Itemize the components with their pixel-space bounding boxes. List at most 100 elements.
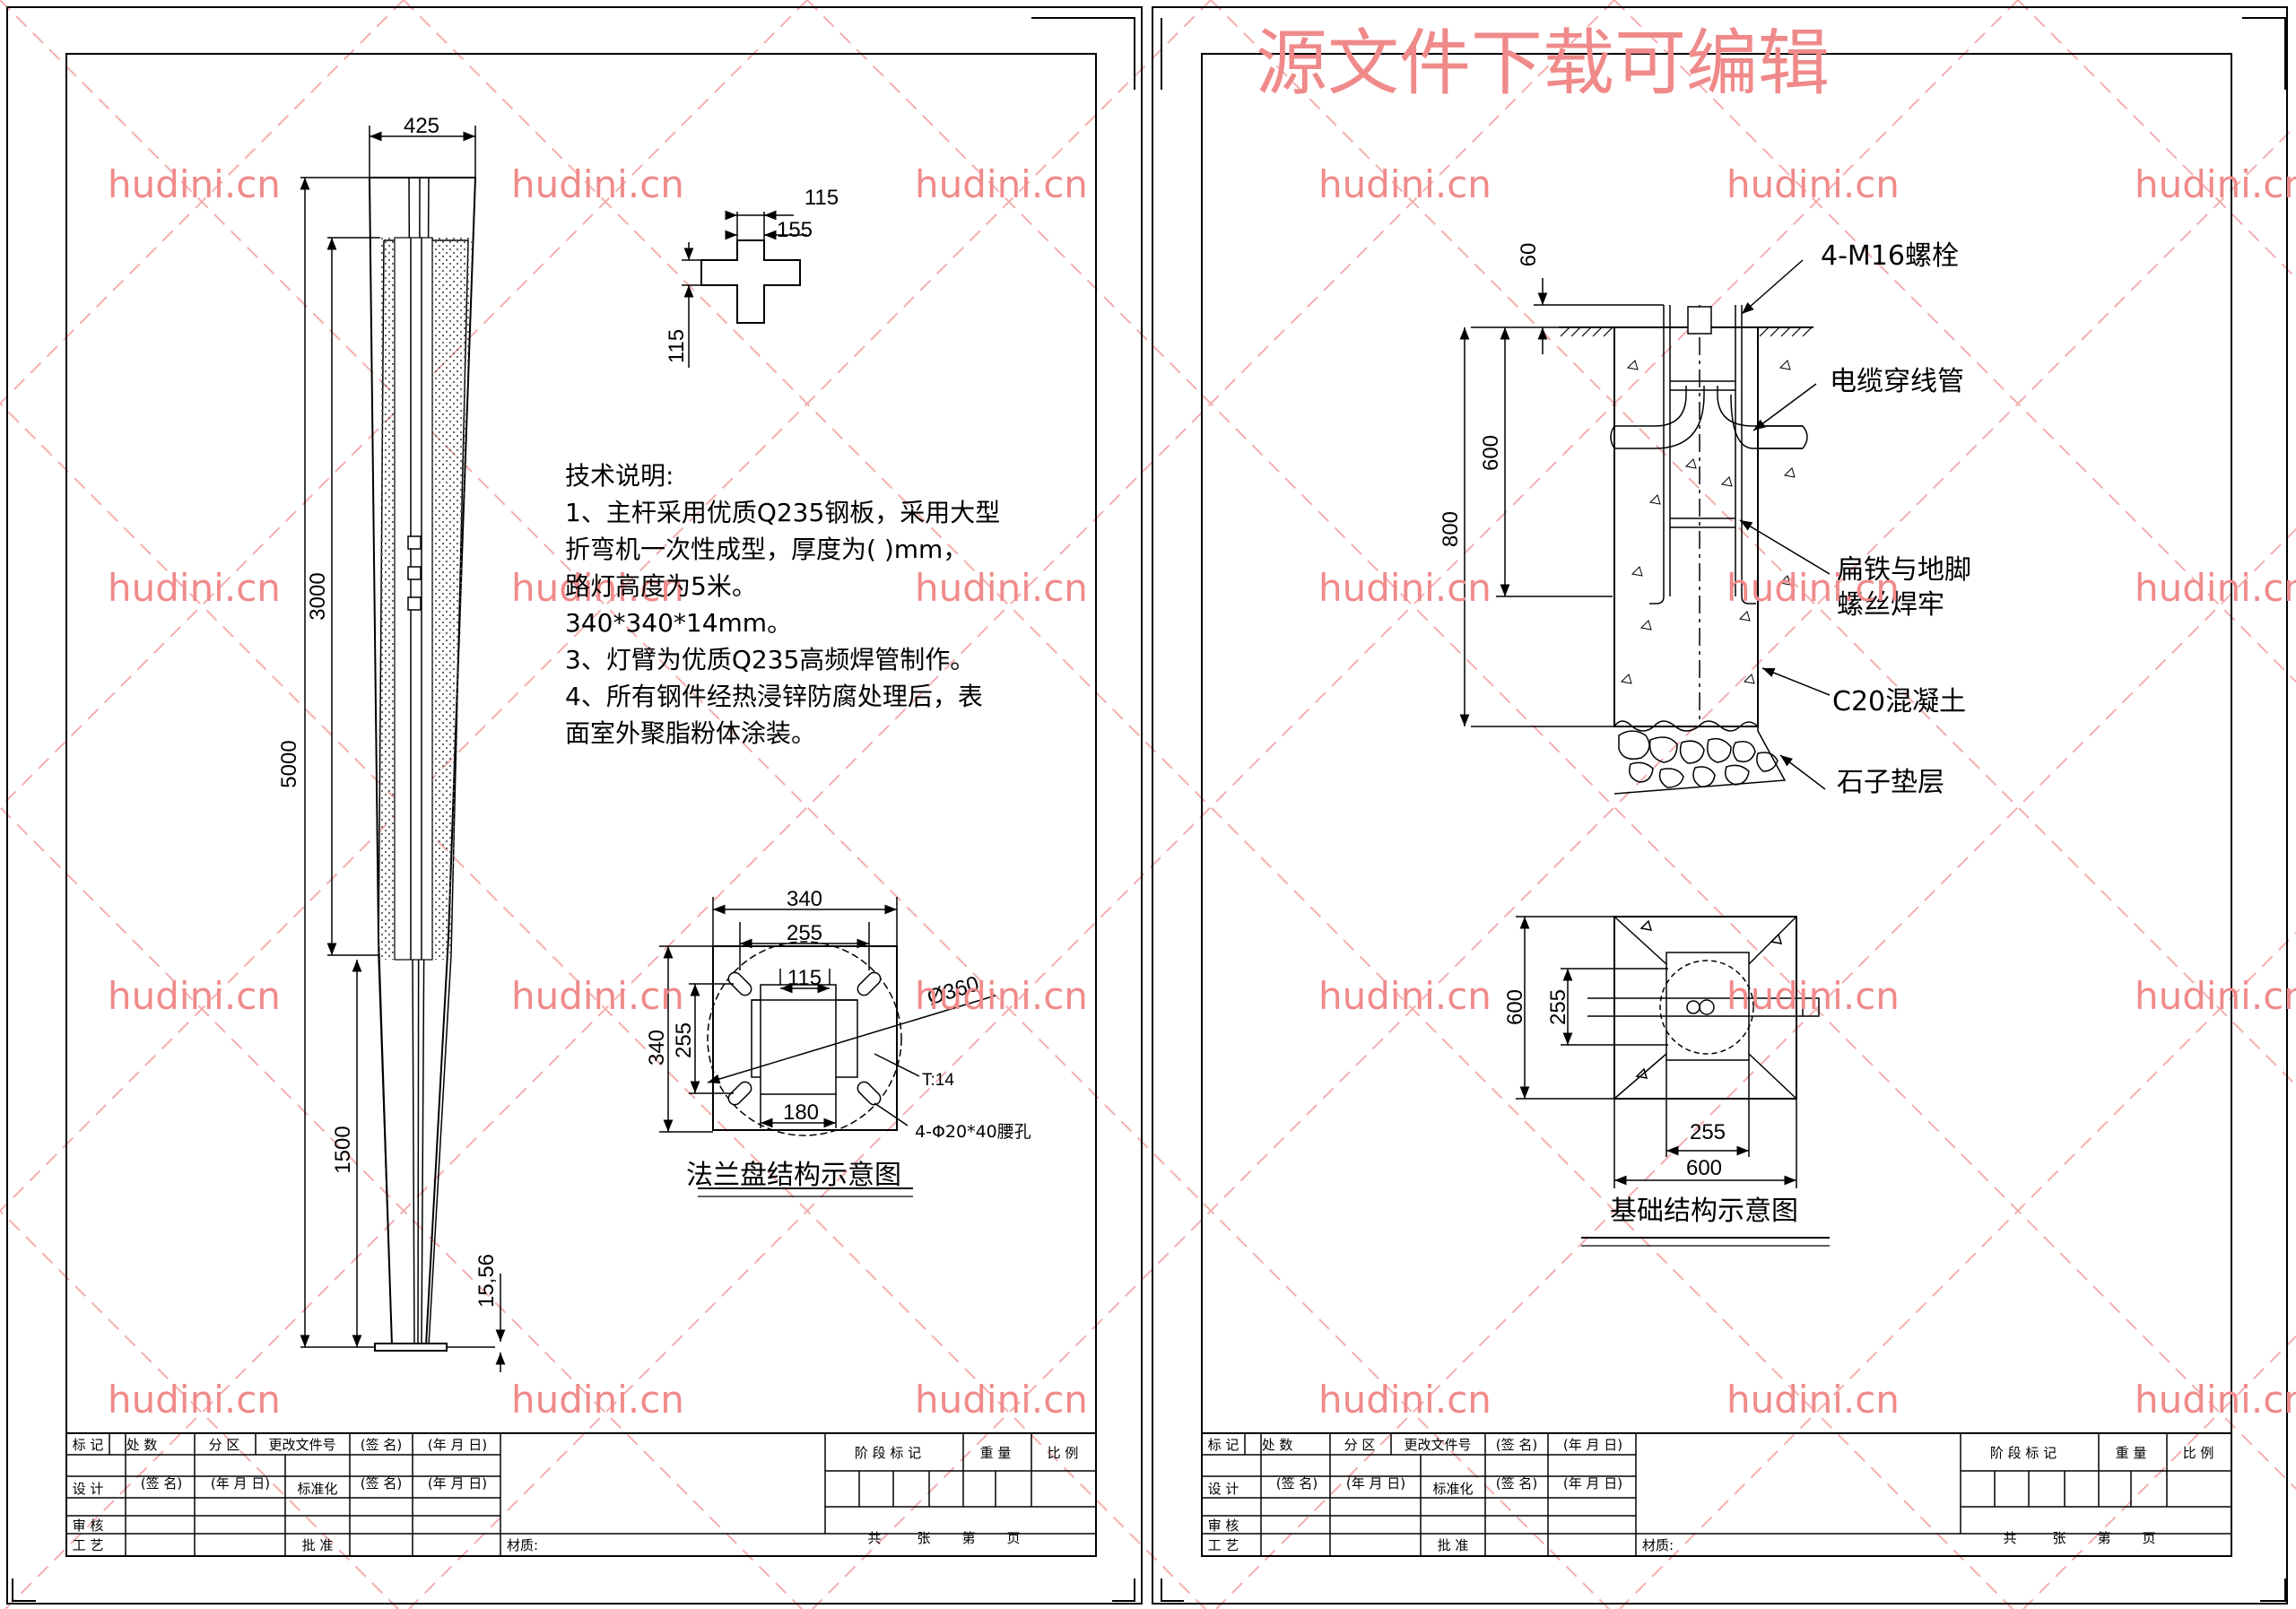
tb-left-nianyueri-1: (年 月 日) (428, 1437, 487, 1453)
tb-left-biaozhunhua: 标准化 (297, 1481, 337, 1497)
title-block-left (66, 1432, 1096, 1556)
dim-plan-bottom-600: 600 (1686, 1156, 1722, 1180)
watermark-site-text: hudini.cn (2135, 1378, 2296, 1422)
tb-right-ye: 页 (2142, 1530, 2155, 1546)
foundation-plan-drawing (1516, 916, 1830, 1247)
tb-right-fenqu: 分 区 (1344, 1437, 1376, 1453)
watermark-site-text: hudini.cn (915, 162, 1088, 206)
dim-arm-a: 115 (804, 186, 839, 210)
watermark-site-text: hudini.cn (511, 974, 684, 1018)
watermark-site-text: hudini.cn (1318, 162, 1492, 206)
cable-conduit-label: 电缆穿线管 (1830, 366, 1964, 397)
tb-right-gongyi: 工 艺 (1208, 1537, 1239, 1553)
watermark-site-text: hudini.cn (108, 566, 281, 610)
tb-right-cailiao: 材质: (1642, 1537, 1674, 1553)
watermark-site-text: hudini.cn (108, 974, 281, 1018)
bolt-label: 4-M16螺栓 (1821, 240, 1959, 272)
flange-title: 法兰盘结构示意图 (686, 1160, 901, 1191)
tb-left-nianyueri-3: (年 月 日) (428, 1475, 487, 1492)
dim-flange-side-outer: 340 (645, 1030, 669, 1065)
sheet-left-frame (6, 6, 1143, 1605)
tb-left-ye: 页 (1006, 1530, 1020, 1546)
tb-left-di: 第 (961, 1530, 975, 1546)
tb-left-gengai: 更改文件号 (268, 1437, 335, 1453)
flat-iron-weld-label-1: 扁铁与地脚 (1837, 554, 1971, 586)
sheet-right-frame (1152, 6, 2288, 1605)
tb-left-fenqu: 分 区 (209, 1437, 240, 1453)
tb-right-chushu: 处 数 (1262, 1437, 1293, 1453)
tb-left-jieduan: 阶 段 标 记 (855, 1445, 921, 1461)
flat-iron-weld-label-2: 螺丝焊牢 (1837, 589, 1944, 621)
dim-arm-c: 115 (665, 329, 689, 363)
tb-right-nianyueri-1: (年 月 日) (1563, 1437, 1622, 1453)
tb-right-qianming-2: (签 名) (1276, 1475, 1318, 1492)
dim-pole-lower-section: 1500 (331, 1126, 355, 1173)
tech-note-line: 面室外聚脂粉体涂装。 (565, 718, 817, 748)
tb-right-bili: 比 例 (2183, 1445, 2214, 1461)
dim-foundation-total: 800 (1439, 511, 1463, 547)
tb-left-nianyueri-2: (年 月 日) (211, 1475, 270, 1492)
tb-right-nianyueri-3: (年 月 日) (1563, 1475, 1622, 1492)
arm-cross-section (682, 210, 807, 368)
tech-note-line: 路灯高度为5米。 (565, 571, 757, 601)
dim-flange-bolt: 255 (787, 921, 822, 945)
watermark-site-text: hudini.cn (915, 974, 1088, 1018)
tb-left-gongyi: 工 艺 (73, 1537, 104, 1553)
dim-flange-outer: 340 (787, 887, 822, 911)
foundation-title: 基础结构示意图 (1610, 1196, 1798, 1227)
tb-right-qianming-3: (签 名) (1496, 1475, 1537, 1492)
watermark-site-text: hudini.cn (2135, 566, 2296, 610)
watermark-site-text: hudini.cn (108, 162, 281, 206)
tb-left-bili: 比 例 (1048, 1445, 1079, 1461)
pole-dimension-lines (300, 126, 506, 1372)
tech-note-line: 4、所有钢件经热浸锌防腐处理后，表 (565, 682, 983, 711)
tb-right-jieduan: 阶 段 标 记 (1990, 1445, 2057, 1461)
dim-arm-b: 155 (777, 218, 813, 242)
watermark-site-text: hudini.cn (1318, 974, 1492, 1018)
tb-right-pizhun: 批 准 (1438, 1537, 1469, 1553)
flange-holes-label: 4-Φ20*40腰孔 (915, 1122, 1031, 1142)
tb-left-qianming-3: (签 名) (361, 1475, 402, 1492)
dim-flange-bottom: 180 (783, 1100, 819, 1125)
tb-right-zhang: 张 (2052, 1530, 2066, 1546)
gravel-layer-label: 石子垫层 (1837, 767, 1944, 798)
technical-notes: 技术说明: 1、主杆采用优质Q235钢板，采用大型 折弯机一次性成型，厚度为( … (565, 457, 1067, 752)
dim-pole-base: 15,56 (474, 1254, 499, 1308)
dim-pole-top-width: 425 (404, 114, 439, 138)
tb-right-di: 第 (2097, 1530, 2110, 1546)
tech-notes-heading: 技术说明: (565, 461, 674, 491)
watermark-site-text: hudini.cn (1726, 162, 1900, 206)
watermark-site-text: hudini.cn (2135, 162, 2296, 206)
dim-foundation-mid: 600 (1479, 435, 1503, 471)
watermark-site-text: hudini.cn (915, 566, 1088, 610)
tb-right-biaoji: 标 记 (1208, 1437, 1239, 1453)
watermark-site-text: hudini.cn (1318, 566, 1492, 610)
concrete-texture (1620, 360, 1796, 684)
tb-right-qianming-1: (签 名) (1496, 1437, 1537, 1453)
dim-foundation-top: 60 (1517, 243, 1541, 267)
tb-left-cailiao: 材质: (507, 1537, 538, 1553)
tb-right-gengai: 更改文件号 (1404, 1437, 1471, 1453)
concrete-label: C20混凝土 (1832, 686, 1966, 718)
watermark-site-text: hudini.cn (511, 162, 684, 206)
tb-left-shenhe: 审 核 (73, 1518, 104, 1534)
dim-plan-side-600: 600 (1503, 989, 1527, 1025)
tb-left-zhang: 张 (917, 1530, 930, 1546)
dim-plan-bottom-255: 255 (1690, 1120, 1726, 1144)
watermark-site-text: hudini.cn (1726, 566, 1900, 610)
tb-left-qianming-2: (签 名) (141, 1475, 182, 1492)
watermark-site-text: hudini.cn (1726, 974, 1900, 1018)
dim-plan-side-255: 255 (1546, 989, 1570, 1025)
tb-left-gong: 共 (867, 1530, 881, 1546)
dim-pole-total-height: 5000 (277, 740, 301, 787)
watermark-site-text: hudini.cn (108, 1378, 281, 1422)
flange-thickness-label: T:14 (922, 1071, 954, 1090)
tb-left-pizhun: 批 准 (302, 1537, 334, 1553)
watermark-site-text: hudini.cn (1318, 1378, 1492, 1422)
dim-pole-upper-section: 3000 (306, 572, 330, 620)
tb-left-sheji: 设 计 (73, 1481, 104, 1497)
tech-note-line: 3、灯臂为优质Q235高频焊管制作。 (565, 645, 976, 674)
tech-note-line: 折弯机一次性成型，厚度为( )mm， (565, 535, 969, 564)
watermark-site-text: hudini.cn (1726, 1378, 1900, 1422)
